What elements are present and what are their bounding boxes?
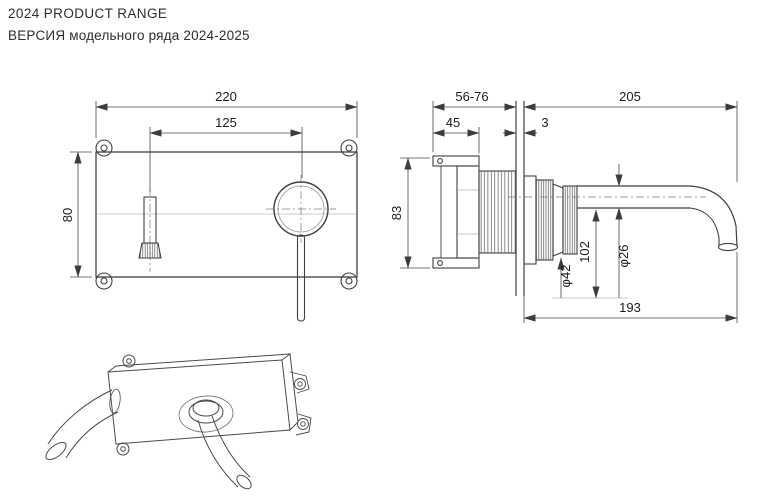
- spout-bend-outer: [689, 185, 738, 247]
- dim-label-phi26: φ26: [616, 245, 631, 268]
- rough-in-bracket: [289, 371, 312, 436]
- lever-tip: [236, 474, 252, 490]
- front-view-drawing: 220 125 80: [60, 89, 358, 322]
- handle-lever: [197, 419, 239, 488]
- spout-bend-inner: [689, 207, 720, 246]
- trim-assembly: [508, 175, 739, 265]
- escutcheon: [523, 175, 537, 265]
- dimension-45: [432, 127, 480, 153]
- mounting-plate: [95, 151, 358, 278]
- knurled-ring: [535, 179, 554, 261]
- mounting-ear: [122, 354, 136, 368]
- dim-label-193: 193: [619, 300, 641, 315]
- mounting-ear: [340, 139, 358, 157]
- dim-label-phi42: φ42: [558, 265, 573, 288]
- threaded-sleeve: [478, 170, 517, 254]
- dimension-125: [149, 127, 303, 192]
- spout-perspective: [45, 388, 121, 461]
- dim-label-45: 45: [446, 115, 460, 130]
- dimension-56-76: [432, 101, 517, 152]
- handle-lever-front: [296, 234, 306, 322]
- mounting-ear: [340, 272, 358, 290]
- mounting-ear: [116, 442, 130, 456]
- handle-grip: [562, 185, 578, 255]
- dim-label-56-76: 56-76: [455, 89, 488, 104]
- mounting-ear: [95, 139, 113, 157]
- dim-label-3: 3: [541, 115, 548, 130]
- dimension-193: [523, 252, 738, 323]
- page-subtitle: ВЕРСИЯ модельного ряда 2024-2025: [8, 28, 250, 43]
- dim-label-102: 102: [577, 241, 592, 263]
- handle-perspective: [178, 395, 252, 490]
- handle-front: [266, 175, 336, 322]
- dim-label-125: 125: [215, 115, 237, 130]
- perspective-view-drawing: [45, 353, 312, 490]
- page-title: 2024 PRODUCT RANGE: [8, 6, 168, 21]
- concealed-body: [432, 155, 480, 269]
- dim-label-80: 80: [60, 208, 75, 222]
- dimension-220: [95, 101, 358, 138]
- transition-cone: [552, 183, 564, 257]
- spout-outlet: [717, 242, 739, 252]
- header: 2024 PRODUCT RANGE ВЕРСИЯ модельного ряд…: [8, 6, 250, 43]
- dim-label-220: 220: [215, 89, 237, 104]
- dim-label-83: 83: [389, 206, 404, 220]
- spout-outlet-front: [138, 188, 162, 272]
- spout-outlet: [45, 441, 67, 461]
- dimension-83: [400, 157, 430, 269]
- dimension-80: [70, 151, 92, 278]
- side-view-drawing: 56-76 205 45 3: [389, 89, 739, 323]
- dim-label-205: 205: [619, 89, 641, 104]
- mounting-ear: [95, 272, 113, 290]
- dimension-205: [523, 101, 738, 182]
